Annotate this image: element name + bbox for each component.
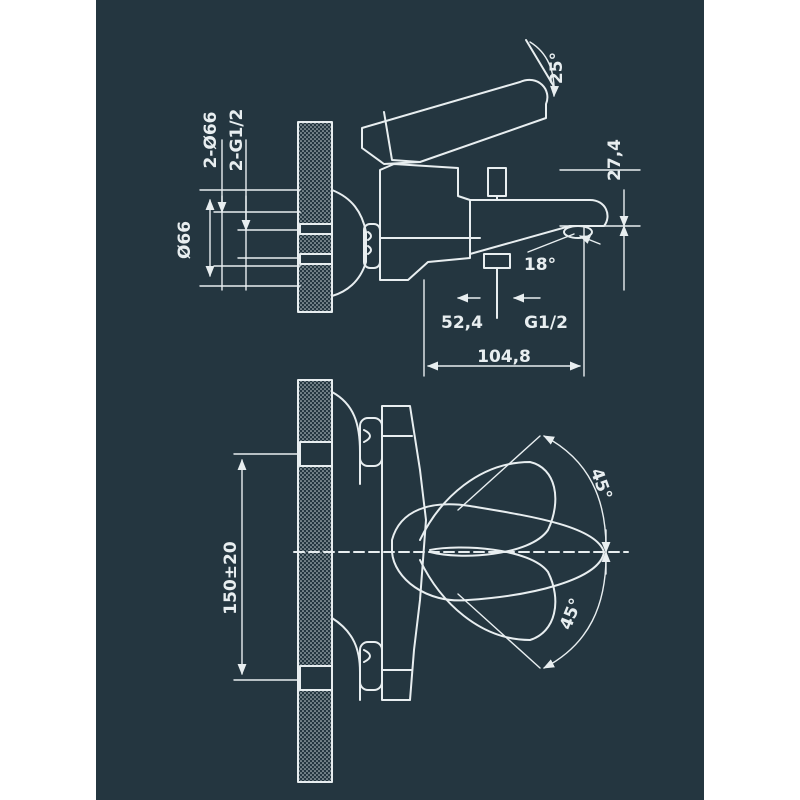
dim-depth: 104,8 <box>477 347 531 367</box>
mixer-body-front <box>381 405 427 701</box>
lever-cap <box>383 111 421 163</box>
dim-height: 27,4 <box>605 139 625 181</box>
escutcheon-lower-front <box>331 617 361 701</box>
dim-rotation-down: 45° <box>556 595 587 632</box>
escutcheon-side <box>331 189 367 297</box>
dim-diverter-thread: G1/2 <box>524 313 568 333</box>
front-view <box>293 379 629 783</box>
dim-offset: 52,4 <box>441 313 483 333</box>
wall-inlet-upper-front <box>299 441 333 467</box>
wall-inlet-lower <box>299 253 333 265</box>
bottom-outlet <box>483 253 511 269</box>
lever-tilt-reference <box>525 39 557 91</box>
dim-outlet-angle: 25° <box>547 52 567 84</box>
nut-thread <box>367 231 372 255</box>
diverter-knob <box>487 167 507 197</box>
side-view <box>297 39 609 319</box>
dim-diameter: Ø66 <box>175 221 195 259</box>
lever-position-up <box>419 461 557 557</box>
dim-spout-angle: 18° <box>524 255 556 275</box>
dim-rotation-up: 45° <box>586 466 616 503</box>
wall-section-top <box>297 121 333 313</box>
side-dimensions <box>199 41 641 377</box>
dim-double-diameter: 2-Ø66 <box>201 112 221 169</box>
lever-handle-side <box>361 79 549 165</box>
wall-section-front <box>297 379 333 783</box>
escutcheon-upper-front <box>331 391 361 485</box>
front-dimensions <box>233 435 611 681</box>
wall-inlet-upper <box>299 223 333 235</box>
mixer-body-side <box>379 163 471 281</box>
wall-inlet-lower-front <box>299 665 333 691</box>
lever-position-down <box>419 546 557 641</box>
dim-centres: 150±20 <box>221 541 241 615</box>
nut-lower-front <box>359 641 383 691</box>
dim-double-thread: 2-G1/2 <box>227 109 247 172</box>
drawing-panel <box>96 0 704 800</box>
